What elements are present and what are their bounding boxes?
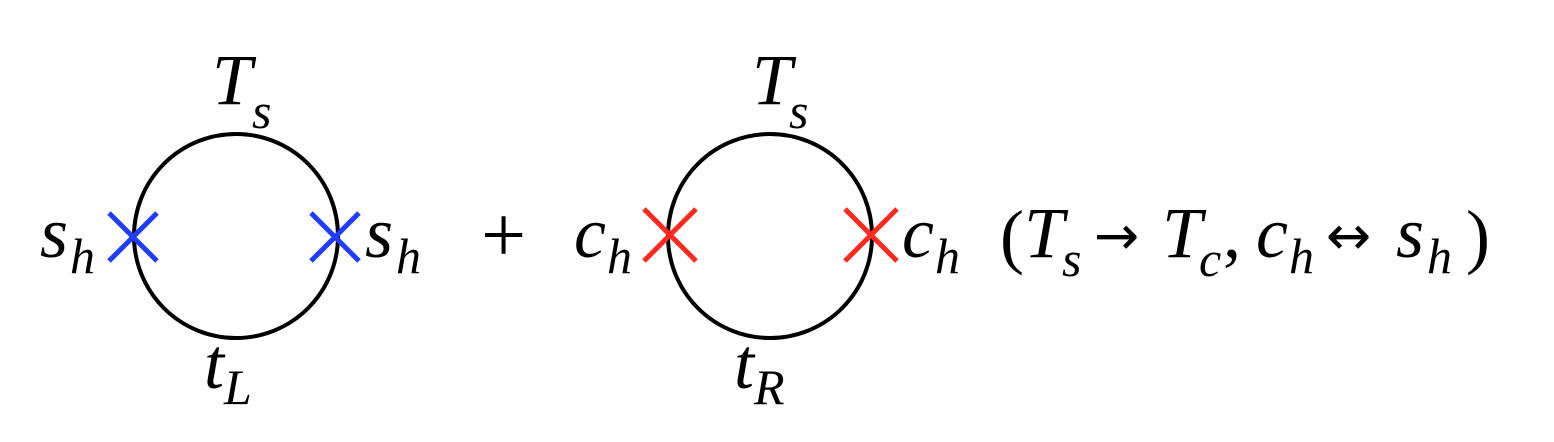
loop-1-right-cross-icon (309, 211, 361, 263)
tc-sub: c (1199, 231, 1221, 287)
ch-main: c (1256, 193, 1288, 273)
loop-2-left-vertex-label-sub: h (607, 228, 632, 284)
loop-1-right-vertex-label: s (365, 193, 393, 273)
swap-arrow-icon: ↔ (1326, 204, 1371, 267)
close-paren: ) (1466, 196, 1490, 276)
loop-1-bottom-label-sub: L (223, 359, 252, 415)
loop-2-left-vertex-label: c (574, 193, 606, 273)
substitution-note: ( T s → T c , c h ↔ s h ) (1000, 193, 1490, 287)
plus-sign: + (481, 192, 526, 280)
loop-2-right-vertex-label: c (902, 193, 934, 273)
loop-2-bottom-label: t (734, 324, 756, 404)
loop-diagram-1: T s t L s h s h (40, 40, 421, 415)
loop-2-right-vertex-label-sub: h (935, 228, 960, 284)
comma: , (1223, 193, 1241, 273)
loop-1-bottom-label: t (204, 324, 226, 404)
loop-1-left-vertex-label-sub: h (70, 228, 95, 284)
open-paren: ( (1000, 196, 1024, 276)
loop-1-left-vertex-label: s (40, 193, 68, 273)
loop-2-bottom-label-sub: R (753, 359, 785, 415)
loop-2-top-label: T (752, 40, 797, 120)
tc-main: T (1162, 193, 1207, 273)
loop-2-left-cross-icon (642, 207, 698, 263)
loop-1-top-label-sub: s (252, 83, 271, 139)
sh-sub: h (1427, 228, 1452, 284)
ts-main: T (1024, 193, 1069, 273)
sh-main: s (1396, 193, 1424, 273)
right-arrow-icon: → (1094, 204, 1139, 267)
loop-diagram-2: T s t R c h c h (574, 40, 960, 415)
ts-sub: s (1062, 231, 1081, 287)
loop-1-top-label-main: T (212, 40, 257, 120)
loop-1 (132, 132, 340, 340)
loop-2 (666, 132, 874, 340)
loop-2-right-cross-icon (843, 207, 899, 263)
loop-1-right-vertex-label-sub: h (396, 228, 421, 284)
ch-sub: h (1289, 228, 1314, 284)
loop-2-top-label-sub: s (789, 83, 808, 139)
loop-1-top-label: T (212, 40, 257, 120)
loop-1-left-cross-icon (107, 211, 159, 263)
